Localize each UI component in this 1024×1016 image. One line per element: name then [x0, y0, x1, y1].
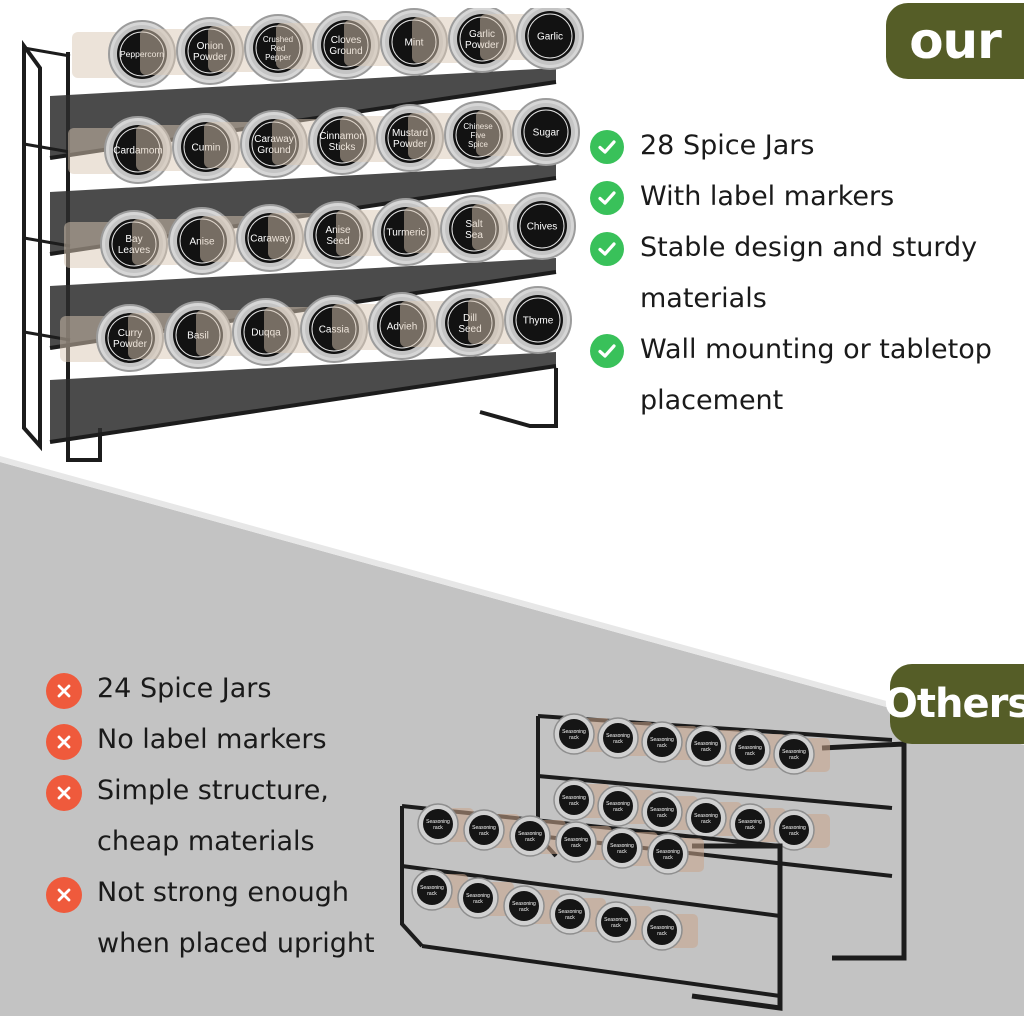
spice-label: Thyme [523, 316, 554, 327]
our-spice-rack-photo: PeppercornOnionPowderCrushedRedPepperClo… [22, 8, 584, 462]
check-icon [590, 232, 624, 266]
gray-panel [0, 462, 1024, 1016]
drawback-text: Not strong enough when placed upright [97, 877, 375, 959]
others-badge: Others [884, 664, 1024, 744]
spice-label: Garlic [537, 32, 563, 43]
cross-icon [46, 877, 82, 913]
check-icon [590, 130, 624, 164]
drawback-item: No label markers [46, 714, 406, 765]
check-icon [590, 181, 624, 215]
spice-jar: Garlic [480, 8, 584, 70]
gray-panel-edge [0, 456, 1024, 745]
feature-text: Stable design and sturdy materials [640, 232, 978, 314]
feature-text: With label markers [640, 181, 895, 212]
cross-icon [46, 775, 82, 811]
spice-label: Chives [527, 222, 558, 233]
spice-label: Sugar [533, 128, 560, 139]
drawback-item: 24 Spice Jars [46, 663, 406, 714]
feature-item: With label markers [590, 171, 1020, 222]
spice-jar: Chives [472, 192, 576, 260]
cross-icon [46, 724, 82, 760]
spice-jar: Thyme [468, 286, 572, 354]
drawback-item: Simple structure, cheap materials [46, 765, 406, 867]
spice-jar: Sugar [476, 98, 580, 166]
drawback-item: Not strong enough when placed upright [46, 867, 406, 969]
cross-icon [46, 673, 82, 709]
our-badge: our [886, 3, 1024, 79]
check-icon [590, 334, 624, 368]
feature-text: 28 Spice Jars [640, 130, 815, 161]
feature-item: Stable design and sturdy materials [590, 222, 1020, 324]
feature-item: 28 Spice Jars [590, 120, 1020, 171]
drawback-text: Simple structure, cheap materials [97, 775, 329, 857]
drawback-text: No label markers [97, 724, 327, 755]
feature-item: Wall mounting or tabletop placement [590, 324, 1020, 426]
feature-text: Wall mounting or tabletop placement [640, 334, 992, 416]
our-rack-jars: PeppercornOnionPowderCrushedRedPepperClo… [60, 8, 584, 372]
drawback-text: 24 Spice Jars [97, 673, 272, 704]
